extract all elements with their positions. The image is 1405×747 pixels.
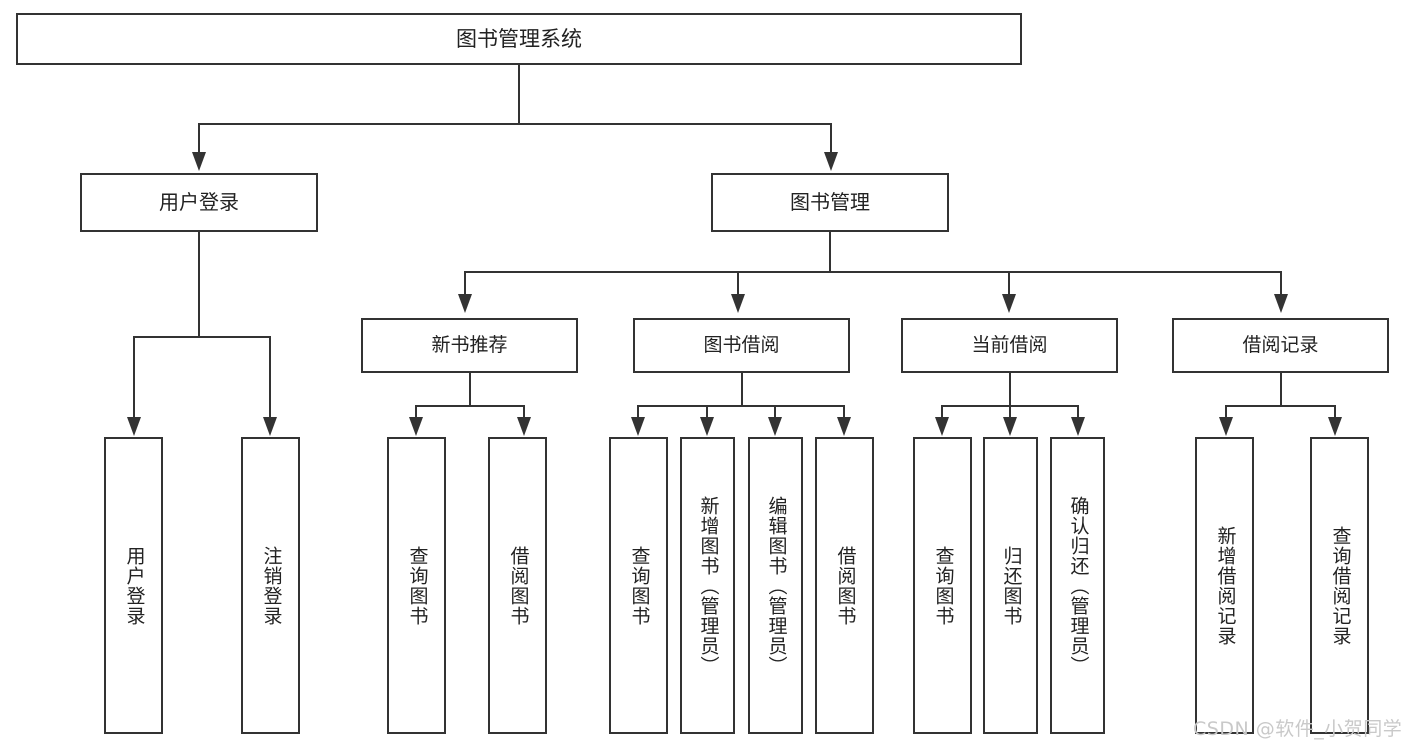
node-book-borrow[interactable]: 图书借阅: [633, 318, 850, 373]
connector-br-bar: [1225, 405, 1336, 407]
connector-nbr-drop-1: [415, 405, 417, 418]
connector-nbr-stem: [469, 373, 471, 405]
leaf-user-login[interactable]: 用户登录: [104, 437, 163, 734]
connector-user-login-drop-1: [133, 336, 135, 418]
node-label: 借阅图书: [507, 545, 530, 626]
node-root-system[interactable]: 图书管理系统: [16, 13, 1022, 65]
csdn-watermark: CSDN @软件_小贺同学: [1193, 718, 1403, 740]
connector-bb-drop-1: [637, 405, 639, 418]
arrow-to-leaf-add-book: [700, 417, 714, 436]
connector-level3-drop-4: [1280, 271, 1282, 295]
node-label: 新书推荐: [431, 334, 508, 357]
arrow-to-leaf-borrow-book-1: [517, 417, 531, 436]
leaf-return-book[interactable]: 归还图书: [983, 437, 1038, 734]
connector-cb-drop-3: [1077, 405, 1079, 418]
node-user-login[interactable]: 用户登录: [80, 173, 318, 232]
connector-level2-bar: [198, 123, 832, 125]
node-label: 查询图书: [628, 545, 651, 626]
arrow-to-leaf-confirm-return: [1071, 417, 1085, 436]
leaf-confirm-return[interactable]: 确认归还（管理员）: [1050, 437, 1105, 734]
arrow-to-user-login: [192, 152, 206, 171]
connector-nbr-drop-2: [523, 405, 525, 418]
node-label: 查询图书: [932, 545, 955, 626]
connector-root-stem: [518, 65, 520, 123]
connector-level3-drop-3: [1008, 271, 1010, 295]
connector-level2-drop-left: [198, 123, 200, 153]
leaf-query-book-current[interactable]: 查询图书: [913, 437, 972, 734]
arrow-to-book-borrow: [731, 294, 745, 313]
node-label: 确认归还（管理员）: [1067, 495, 1090, 676]
connector-cb-stem: [1009, 373, 1011, 405]
node-label: 注销登录: [260, 545, 283, 626]
node-label: 图书管理系统: [456, 26, 582, 51]
node-book-manage[interactable]: 图书管理: [711, 173, 949, 232]
node-label: 借阅记录: [1242, 334, 1319, 357]
arrow-to-borrow-record: [1274, 294, 1288, 313]
leaf-query-book-borrow[interactable]: 查询图书: [609, 437, 668, 734]
connector-bb-drop-2: [706, 405, 708, 418]
arrow-to-leaf-user-login: [127, 417, 141, 436]
connector-br-drop-1: [1225, 405, 1227, 418]
node-label: 图书借阅: [703, 334, 780, 357]
node-label: 查询借阅记录: [1329, 525, 1352, 646]
connector-br-drop-2: [1334, 405, 1336, 418]
node-label: 新增图书（管理员）: [697, 495, 720, 676]
connector-level2-drop-right: [830, 123, 832, 153]
node-label: 用户登录: [123, 545, 146, 626]
arrow-to-leaf-query-book-3: [935, 417, 949, 436]
node-label: 借阅图书: [834, 545, 857, 626]
leaf-borrow-book-borrow[interactable]: 借阅图书: [815, 437, 874, 734]
arrow-to-leaf-edit-book: [768, 417, 782, 436]
node-label: 当前借阅: [971, 334, 1048, 357]
node-borrow-record[interactable]: 借阅记录: [1172, 318, 1389, 373]
node-new-book-recommend[interactable]: 新书推荐: [361, 318, 578, 373]
node-label: 查询图书: [406, 545, 429, 626]
leaf-add-book[interactable]: 新增图书（管理员）: [680, 437, 735, 734]
connector-br-stem: [1280, 373, 1282, 405]
connector-cb-drop-2: [1009, 405, 1011, 418]
connector-user-login-stem: [198, 232, 200, 336]
leaf-borrow-book-recommend[interactable]: 借阅图书: [488, 437, 547, 734]
connector-nbr-bar: [415, 405, 525, 407]
arrow-to-leaf-query-book-2: [631, 417, 645, 436]
connector-level3-drop-1: [464, 271, 466, 295]
node-label: 新增借阅记录: [1214, 525, 1237, 646]
arrow-to-leaf-query-record: [1328, 417, 1342, 436]
arrow-to-leaf-return-book: [1003, 417, 1017, 436]
node-label: 图书管理: [790, 189, 870, 214]
connector-bb-bar: [637, 405, 845, 407]
arrow-to-leaf-query-book-1: [409, 417, 423, 436]
connector-level3-bar: [464, 271, 1282, 273]
leaf-query-borrow-record[interactable]: 查询借阅记录: [1310, 437, 1369, 734]
node-label: 归还图书: [1000, 545, 1023, 626]
arrow-to-leaf-add-record: [1219, 417, 1233, 436]
connector-bb-drop-4: [843, 405, 845, 418]
connector-book-manage-stem: [829, 232, 831, 271]
connector-bb-stem: [741, 373, 743, 405]
leaf-user-logout[interactable]: 注销登录: [241, 437, 300, 734]
arrow-to-new-book-recommend: [458, 294, 472, 313]
arrow-to-book-manage: [824, 152, 838, 171]
connector-cb-drop-1: [941, 405, 943, 418]
node-current-borrow[interactable]: 当前借阅: [901, 318, 1118, 373]
node-label: 用户登录: [159, 189, 239, 214]
arrow-to-leaf-user-logout: [263, 417, 277, 436]
arrow-to-leaf-borrow-book-2: [837, 417, 851, 436]
connector-level3-drop-2: [737, 271, 739, 295]
node-label: 编辑图书（管理员）: [765, 495, 788, 676]
leaf-edit-book[interactable]: 编辑图书（管理员）: [748, 437, 803, 734]
arrow-to-current-borrow: [1002, 294, 1016, 313]
connector-user-login-bar: [133, 336, 271, 338]
leaf-query-book-recommend[interactable]: 查询图书: [387, 437, 446, 734]
connector-bb-drop-3: [774, 405, 776, 418]
connector-user-login-drop-2: [269, 336, 271, 418]
leaf-add-borrow-record[interactable]: 新增借阅记录: [1195, 437, 1254, 734]
